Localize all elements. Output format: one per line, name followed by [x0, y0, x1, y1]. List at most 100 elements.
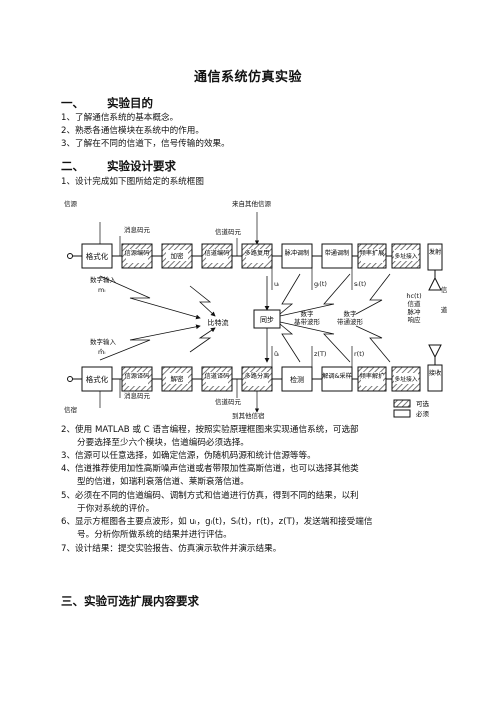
svg-text:脉冲调制: 脉冲调制	[285, 249, 310, 257]
section-number: 三、	[61, 594, 84, 608]
baseband-waveform-label: 数字基带波形	[294, 309, 321, 326]
rx-block-multiple-access: 多址接入	[391, 366, 421, 392]
bitstream-label: 比特流	[208, 318, 229, 327]
signal-arrows	[99, 273, 391, 363]
rx-block-frequency-despreading: 频率解扩	[357, 366, 387, 392]
requirement-item: 4、信道推荐使用加性高斯噪声信道或者带限加性高斯信道，也可以选择其他类	[61, 464, 359, 474]
svg-text:信源编码: 信源编码	[125, 249, 150, 257]
svg-text:频率扩展: 频率扩展	[360, 249, 385, 257]
rx-block-demod-sampling: 解调&采样	[321, 366, 353, 392]
receive-block: 接收	[427, 364, 443, 392]
digital-output-label: 数字输入	[90, 337, 117, 346]
tx-block-formatting: 格式化	[81, 243, 113, 269]
rx-block-formatting: 格式化	[81, 366, 113, 392]
legend-required-swatch	[393, 409, 411, 418]
u-i-label: uᵢ	[274, 280, 279, 288]
section-title: 实验目的	[107, 96, 153, 110]
svg-text:多路复用: 多路复用	[245, 249, 270, 257]
digital-input-label: 数字输入	[90, 275, 117, 284]
r-t-label: r(t)	[354, 350, 364, 358]
system-block-diagram: 格式化 信源编码 加密 信道编码 多路复用 脉冲调制 带通调制	[64, 199, 448, 420]
msg-symbol-tx-label: 消息码元	[124, 225, 151, 234]
rx-antenna-icon	[428, 344, 442, 359]
z-T-label: z(T)	[314, 350, 326, 358]
m-i-label: mᵢ	[98, 286, 106, 294]
section-title: 实验设计要求	[107, 159, 176, 173]
svg-text:格式化: 格式化	[86, 251, 109, 261]
svg-text:频率解扩: 频率解扩	[360, 372, 385, 380]
tx-antenna-icon	[428, 276, 442, 291]
tx-block-channel-coding: 信道编码	[201, 243, 233, 269]
requirement-item: 3、信源可以任意选择，如确定信源，伪随机码源和统计信源等等。	[61, 451, 316, 461]
sync-block: 同步	[253, 309, 281, 329]
svg-text:多址接入: 多址接入	[394, 375, 417, 383]
rx-block-detection: 检测	[281, 366, 313, 392]
m-hat-label: m̂ᵢ	[98, 348, 106, 356]
svg-text:多址接入: 多址接入	[394, 252, 417, 260]
source-label: 信源	[64, 199, 78, 208]
g-i-label: gᵢ(t)	[314, 280, 327, 288]
section-heading-1: 一、 实验目的	[61, 95, 153, 111]
s-i-label: sᵢ(t)	[354, 280, 366, 288]
channel-response-label: hc(t)信道脉冲响应	[406, 292, 421, 324]
u-hat-label: ûᵢ	[274, 350, 279, 358]
requirement-item: 1、设计完成如下图所给定的系统框图	[61, 177, 204, 187]
svg-text:信道编码: 信道编码	[205, 249, 230, 257]
svg-text:信源译码: 信源译码	[125, 372, 150, 380]
legend-optional-label: 可选	[416, 399, 430, 408]
rx-block-channel-decoding: 信道译码	[201, 366, 233, 392]
from-other-sources-label: 来自其他信源	[232, 199, 272, 208]
rx-block-decryption: 解密	[161, 366, 193, 392]
tx-block-multiplexing: 多路复用	[241, 243, 273, 269]
legend-optional-swatch	[393, 399, 411, 408]
source-terminal	[67, 253, 73, 259]
goal-item: 2、熟悉各通信模块在系统中的作用。	[61, 126, 204, 136]
section-heading-2: 二、 实验设计要求	[61, 158, 176, 174]
svg-text:信道译码: 信道译码	[205, 372, 230, 380]
tx-block-multiple-access: 多址接入	[391, 243, 421, 269]
svg-text:加密: 加密	[171, 251, 185, 260]
to-other-sinks-label: 到其他信宿	[232, 411, 265, 420]
tx-block-encryption: 加密	[161, 243, 193, 269]
svg-text:多路分离: 多路分离	[245, 372, 270, 380]
requirement-item-cont: 分要选择至少六个模块，信道编码必须选择。	[77, 438, 249, 448]
svg-text:带通调制: 带通调制	[325, 249, 350, 257]
channel-label: 信道	[441, 285, 448, 314]
sink-terminal	[67, 376, 73, 382]
legend-required-label: 必须	[416, 409, 430, 418]
goal-item: 1、了解通信系统的基本概念。	[61, 113, 179, 123]
transmit-block: 发射	[427, 243, 443, 271]
rx-block-source-decoding: 信源译码	[121, 366, 153, 392]
svg-text:解调&采样: 解调&采样	[322, 372, 352, 380]
svg-text:接收: 接收	[429, 369, 441, 377]
tx-block-pulse-modulation: 脉冲调制	[281, 243, 313, 269]
requirement-item-cont: 型的信道，如瑞利衰落信道、莱斯衰落信道。	[77, 477, 249, 487]
svg-text:格式化: 格式化	[86, 374, 109, 384]
tx-block-bandpass-modulation: 带通调制	[321, 243, 353, 269]
section-title: 实验可选扩展内容要求	[84, 594, 199, 608]
page-title: 通信系统仿真实验	[193, 70, 302, 85]
probe-wires	[99, 212, 353, 413]
chan-symbol-tx-label: 信道码元	[215, 227, 242, 236]
section-number: 二、	[61, 159, 84, 173]
section-number: 一、	[61, 96, 84, 110]
requirement-item-cont: 号。分析你所做系统的结果并进行评估。	[77, 530, 232, 540]
chan-symbol-rx-label: 信道码元	[215, 397, 242, 406]
requirement-item: 5、必须在不同的信道编码、调制方式和信道进行仿真，得到不同的结果，以利	[61, 491, 359, 501]
goal-item: 3、了解在不同的信道下，信号传输的效果。	[61, 139, 230, 149]
svg-text:发射: 发射	[429, 248, 441, 256]
requirement-item: 7、设计结果：提交实验报告、仿真演示软件并演示结果。	[61, 544, 282, 554]
requirement-item-cont: 于你对系统的评价。	[77, 504, 155, 514]
svg-text:同步: 同步	[260, 316, 274, 324]
tx-block-frequency-spreading: 频率扩展	[357, 243, 387, 269]
sink-label: 信宿	[64, 405, 78, 414]
rx-block-demultiplexing: 多路分离	[241, 366, 273, 392]
section-heading-3: 三、实验可选扩展内容要求	[61, 593, 199, 609]
bandpass-waveform-label: 数字带通波形	[337, 309, 364, 326]
msg-symbol-rx-label: 消息码元	[124, 391, 151, 400]
requirement-item: 2、使用 MATLAB 或 C 语言编程，按照实验原理框图来实现通信系统，可选部	[61, 425, 359, 435]
svg-text:解密: 解密	[171, 374, 185, 383]
svg-text:检测: 检测	[290, 375, 304, 384]
requirement-item: 6、显示方框图各主要点波形，如 uᵢ，gᵢ(t)，Sᵢ(t)，r(t)，z(T)…	[61, 517, 373, 527]
